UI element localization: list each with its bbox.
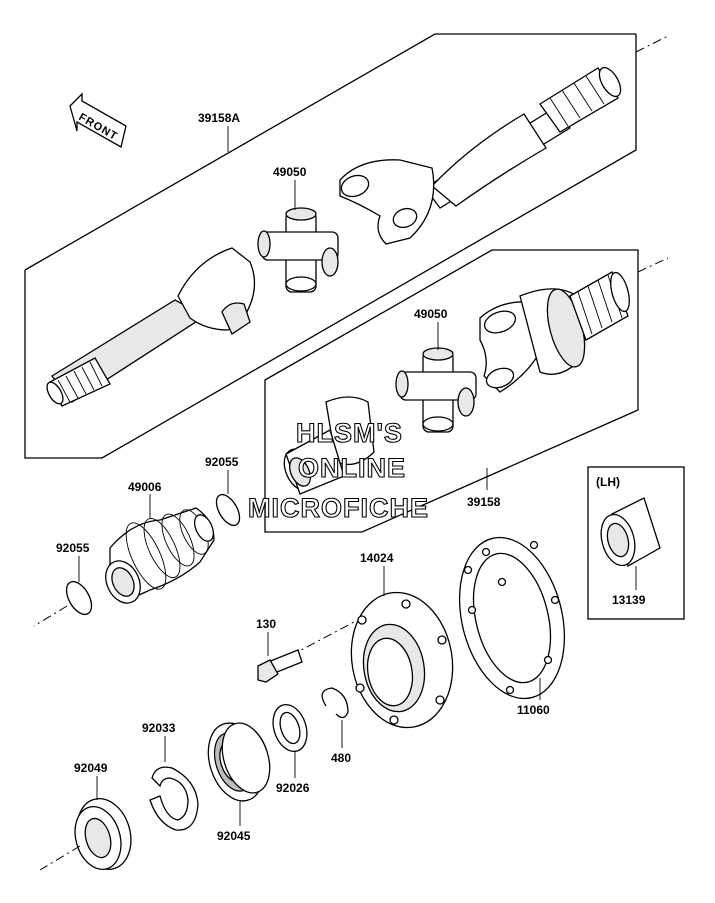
callout-92026: 92026 [276, 781, 310, 795]
callout-13139: 13139 [612, 593, 646, 607]
callout-49006: 49006 [128, 480, 162, 494]
circlip-92033 [149, 766, 199, 831]
callout-92033: 92033 [142, 721, 176, 735]
callout-92045: 92045 [217, 829, 251, 843]
part-callouts: 39158A 49050 49050 39158 92055 49006 920… [56, 111, 646, 843]
watermark: HLSM'S ONLINE MICROFICHE [247, 417, 429, 523]
callout-11060: 11060 [517, 703, 550, 717]
clamp-92055-upper [215, 493, 241, 527]
clamp-92055-lower [65, 580, 93, 616]
callout-92055-lower: 92055 [56, 541, 90, 555]
universal-joint-49050-upper [257, 207, 339, 293]
ring-92026 [272, 703, 308, 753]
universal-joint-49050-lower [395, 347, 477, 433]
assembly-frame-39158a [24, 33, 669, 459]
oil-seal-92049 [39, 798, 132, 871]
callout-480: 480 [331, 751, 351, 765]
assembly-frame-39158 [264, 249, 669, 533]
callout-49050-lower: 49050 [414, 307, 448, 321]
bearing-92045 [207, 722, 271, 802]
boot-49006 [105, 507, 215, 604]
callout-49050-upper: 49050 [273, 165, 307, 179]
watermark-line-1: HLSM'S [296, 418, 403, 448]
gasket-11060 [458, 536, 566, 700]
housing-14024 [350, 591, 454, 729]
callout-92049: 92049 [74, 761, 108, 775]
front-arrow-icon: FRONT [69, 92, 127, 148]
callout-92055-upper: 92055 [205, 455, 239, 469]
callout-39158A: 39158A [198, 111, 240, 125]
callout-130: 130 [256, 617, 276, 631]
snap-ring-480 [321, 687, 349, 719]
watermark-line-3: MICROFICHE [248, 493, 429, 523]
inset-13139-lh [587, 466, 685, 620]
watermark-line-2: ONLINE [298, 453, 406, 483]
callout-14024: 14024 [360, 551, 394, 565]
drive-shaft-39158 [283, 271, 630, 495]
callout-39158: 39158 [467, 495, 501, 509]
drive-shaft-39158a [46, 66, 622, 407]
callout-lh: (LH) [596, 475, 620, 489]
leader-lines [78, 126, 637, 826]
bolt-130 [257, 621, 355, 683]
